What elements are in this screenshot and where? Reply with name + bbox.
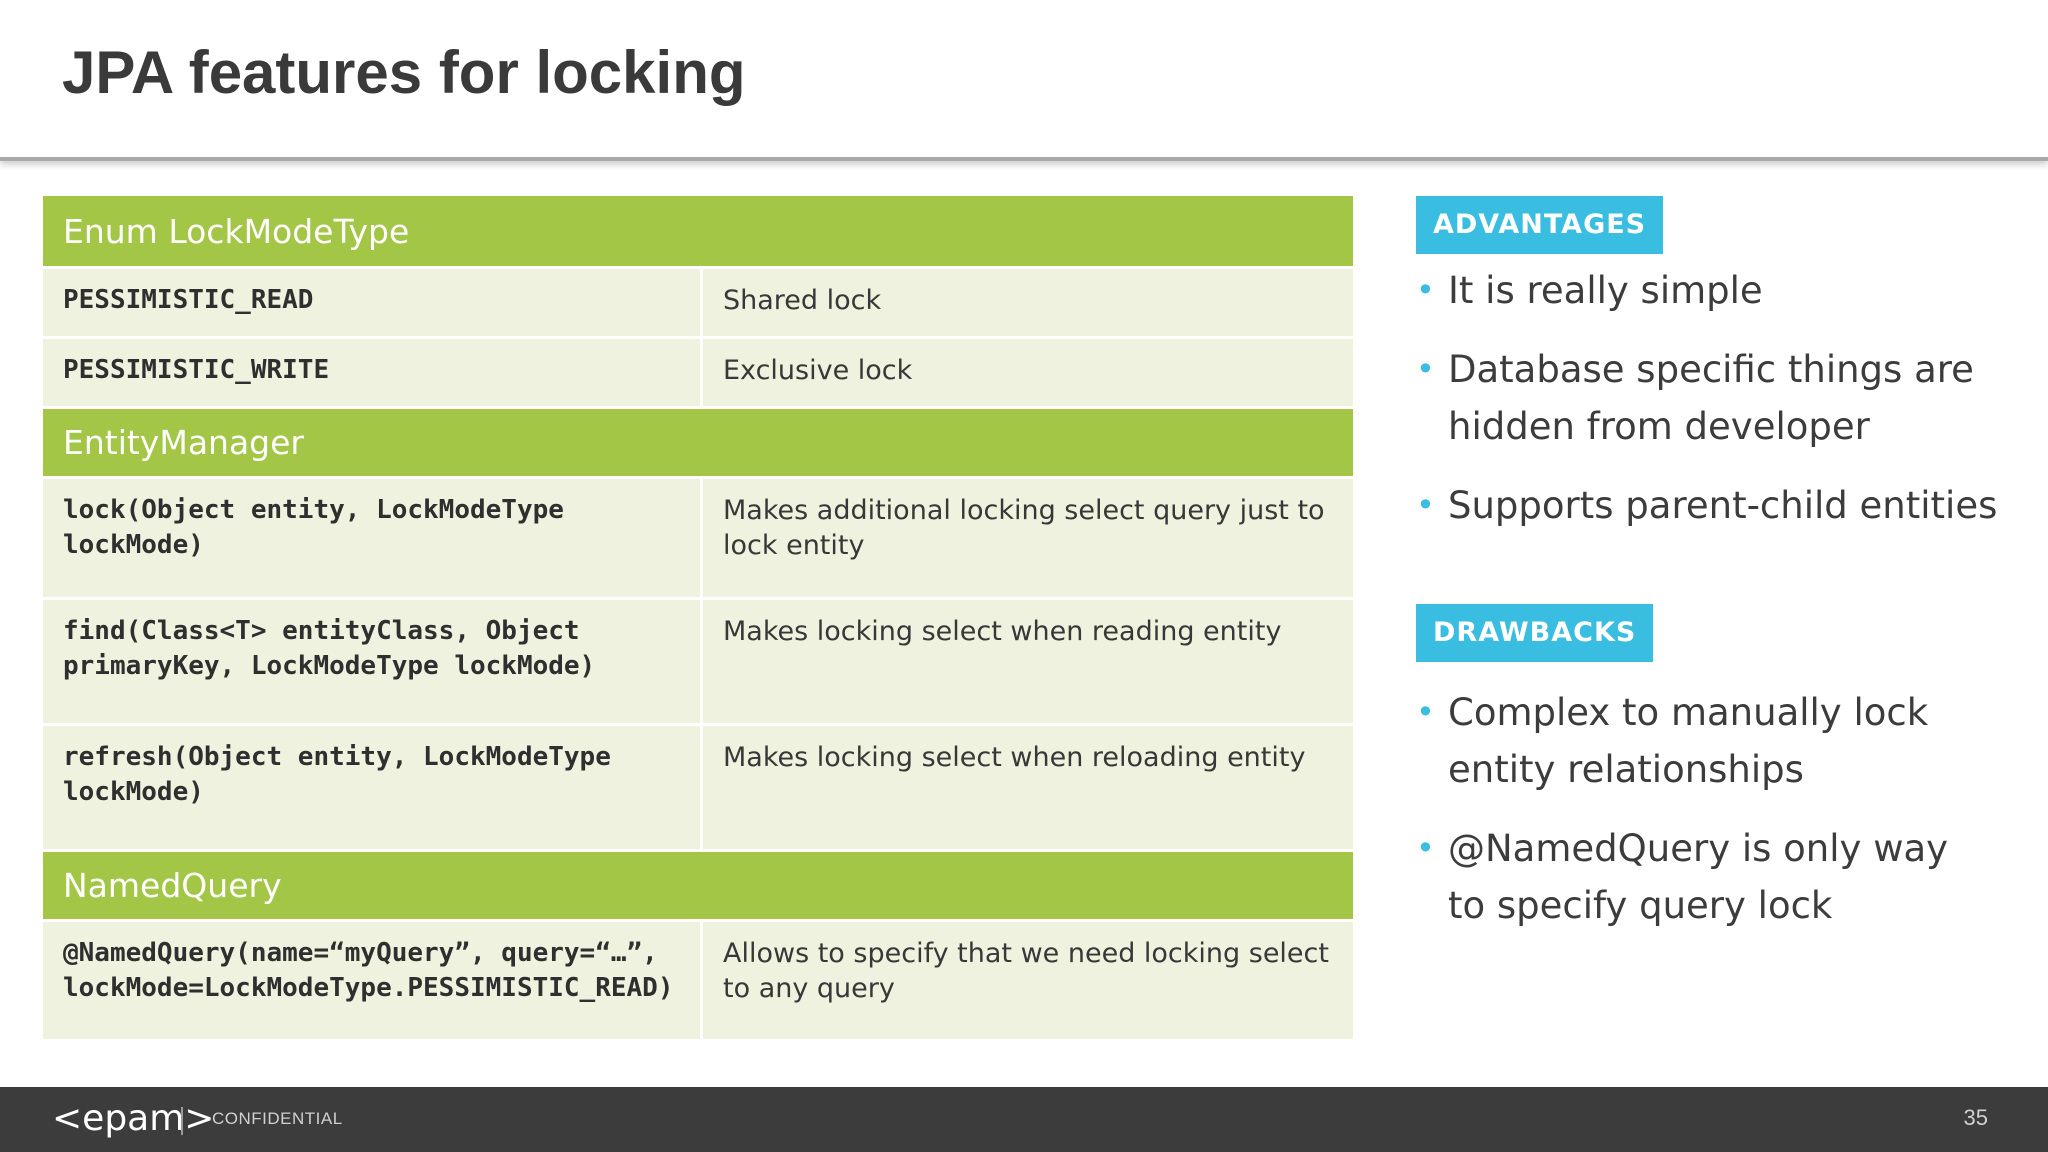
- drawbacks-badge: DRAWBACKS: [1416, 604, 1654, 662]
- description-cell: Exclusive lock: [723, 355, 913, 386]
- description-cell: Makes locking select when reloading enti…: [723, 742, 1306, 773]
- bullet-icon: •: [1416, 693, 1435, 731]
- description-cell: Allows to specify that we need locking s…: [723, 938, 1329, 1004]
- slide-header: JPA features for locking: [0, 0, 2048, 161]
- page-number: 35: [1963, 1105, 1988, 1130]
- bullet-icon: •: [1416, 829, 1435, 867]
- confidential-label: CONFIDENTIAL: [212, 1109, 343, 1128]
- list-item: • Database specific things are hidden fro…: [1416, 341, 2016, 455]
- list-item-text: Complex to manually lock entity relation…: [1448, 691, 1929, 791]
- locking-table: Enum LockModeType PESSIMISTIC_READ Share…: [43, 196, 1353, 1039]
- list-item: • It is really simple: [1416, 262, 2016, 319]
- drawbacks-list: • Complex to manually lock entity relatio…: [1416, 684, 1976, 934]
- list-item: • @NamedQuery is only way to specify quer…: [1416, 820, 1976, 934]
- table-row: PESSIMISTIC_READ Shared lock: [43, 266, 1353, 336]
- table-row: refresh(Object entity, LockModeType lock…: [43, 723, 1353, 849]
- list-item-text: It is really simple: [1448, 269, 1763, 312]
- advantages-badge: ADVANTAGES: [1416, 196, 1664, 254]
- list-item: • Supports parent-child entities: [1416, 477, 2016, 534]
- section-header-namedquery: NamedQuery: [43, 849, 1353, 919]
- section-header-entitymanager: EntityManager: [43, 406, 1353, 476]
- description-cell: Makes additional locking select query ju…: [723, 495, 1325, 561]
- code-cell: PESSIMISTIC_READ: [43, 269, 703, 336]
- section-header-lockmodetype: Enum LockModeType: [43, 196, 1353, 266]
- bullet-icon: •: [1416, 350, 1435, 388]
- bullet-icon: •: [1416, 486, 1435, 524]
- code-cell: @NamedQuery(name=“myQuery”, query=“…”, l…: [43, 922, 703, 1039]
- epam-logo: <epam>: [52, 1098, 215, 1139]
- code-cell: refresh(Object entity, LockModeType lock…: [43, 726, 703, 849]
- pros-cons-panel: ADVANTAGES • It is really simple • Databas…: [1416, 196, 2016, 934]
- table-row: lock(Object entity, LockModeType lockMod…: [43, 476, 1353, 597]
- footer-divider: [181, 1107, 183, 1135]
- code-cell: lock(Object entity, LockModeType lockMod…: [43, 479, 703, 597]
- bullet-icon: •: [1416, 271, 1435, 309]
- table-row: @NamedQuery(name=“myQuery”, query=“…”, l…: [43, 919, 1353, 1039]
- code-cell: PESSIMISTIC_WRITE: [43, 339, 703, 406]
- table-row: PESSIMISTIC_WRITE Exclusive lock: [43, 336, 1353, 406]
- list-item-text: Supports parent-child entities: [1448, 484, 1998, 527]
- slide-title: JPA features for locking: [62, 39, 746, 106]
- description-cell: Shared lock: [723, 285, 882, 316]
- list-item-text: @NamedQuery is only way to specify query…: [1448, 827, 1949, 927]
- code-cell: find(Class<T> entityClass, Object primar…: [43, 600, 703, 723]
- slide-footer: <epam> CONFIDENTIAL 35: [0, 1087, 2048, 1152]
- table-row: find(Class<T> entityClass, Object primar…: [43, 597, 1353, 723]
- list-item-text: Database specific things are hidden from…: [1448, 348, 1974, 448]
- list-item: • Complex to manually lock entity relatio…: [1416, 684, 1976, 798]
- description-cell: Makes locking select when reading entity: [723, 616, 1282, 647]
- advantages-list: • It is really simple • Database specific …: [1416, 262, 2016, 534]
